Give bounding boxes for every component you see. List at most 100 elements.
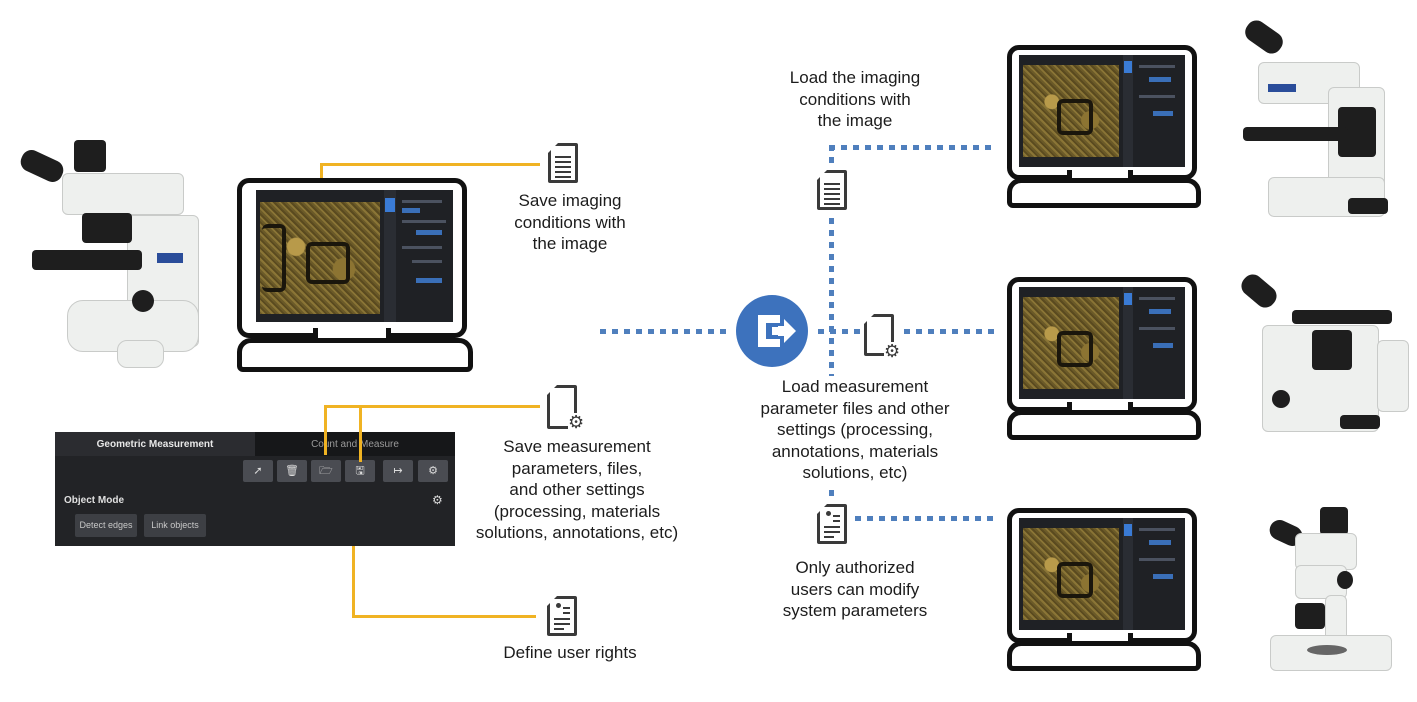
tool-sidebar	[384, 190, 396, 322]
select-arrow-icon[interactable]: ➚	[243, 460, 273, 482]
label-line: Define user rights	[503, 643, 637, 662]
source-monitor	[237, 178, 473, 373]
label-line: Save measurement	[503, 437, 651, 456]
label-load-imaging: Load the imaging conditions with the ima…	[775, 67, 935, 132]
label-line: parameter files and other	[760, 398, 950, 418]
monitor-base	[237, 338, 473, 372]
panel-row	[402, 246, 442, 249]
panel-row	[1139, 95, 1175, 98]
panel-button	[416, 230, 442, 235]
detect-edges-button[interactable]: Detect edges	[75, 514, 137, 537]
panel-row	[1139, 327, 1175, 330]
lamp-housing	[1377, 340, 1409, 412]
target-inverted-microscope	[1232, 270, 1412, 435]
stage	[1292, 310, 1392, 324]
hand-controller	[1340, 415, 1380, 429]
callout-line-measure-horizontal	[324, 405, 540, 408]
label-line: and other settings	[509, 480, 645, 499]
target-monitor-2	[1007, 277, 1203, 442]
image-feature	[1057, 99, 1093, 135]
software-panel: Geometric Measurement Count and Measure …	[55, 432, 455, 546]
tool-sidebar	[1123, 518, 1133, 630]
target-upright-microscope	[1238, 12, 1398, 222]
label-line: users can modify	[790, 579, 920, 599]
eyepiece	[1237, 270, 1281, 312]
save-floppy-icon[interactable]: 🖫	[345, 460, 375, 482]
active-tab-icon	[1124, 61, 1132, 73]
image-feature	[262, 224, 286, 292]
hand-controller	[1348, 198, 1388, 214]
label-line: Save imaging	[518, 191, 622, 210]
panel-button	[1153, 111, 1173, 116]
label-line: Load the imaging	[789, 68, 921, 87]
calibration-axes-icon[interactable]: ↦	[383, 460, 413, 482]
label-load-measurement: Load measurement parameter files and oth…	[740, 376, 970, 484]
monitor-base	[1007, 410, 1201, 440]
callout-line-rights-horizontal	[352, 615, 536, 618]
image-feature	[1057, 562, 1093, 598]
panel-row	[412, 260, 442, 263]
document-lines-icon	[817, 170, 847, 210]
label-line: conditions with	[514, 212, 626, 232]
callout-line-imaging-horizontal	[320, 163, 540, 166]
monitor-screen	[1019, 518, 1185, 630]
objective	[1295, 603, 1325, 629]
label-line: Load measurement	[781, 377, 929, 396]
connector-to-target-3	[855, 516, 997, 521]
export-arrow-icon	[736, 295, 808, 367]
label-line: Only authorized	[795, 558, 915, 577]
delete-trash-icon[interactable]: 🗑	[277, 460, 307, 482]
label-line: the image	[532, 234, 608, 253]
connector-to-target-1	[829, 145, 997, 150]
image-feature	[306, 242, 350, 284]
camera	[1320, 507, 1348, 535]
label-line: (processing, materials	[493, 501, 661, 521]
label-authorized-users: Only authorized users can modify system …	[765, 557, 945, 622]
gear-icon[interactable]: ⚙	[432, 493, 443, 507]
label-save-measurement: Save measurement parameters, files, and …	[462, 436, 692, 544]
panel-row	[1139, 558, 1175, 561]
microscope-image	[1023, 528, 1119, 620]
panel-button	[1153, 574, 1173, 579]
microscope-head	[62, 173, 184, 215]
panel-button	[402, 208, 420, 213]
target-monitor-1	[1007, 45, 1203, 210]
panel-row	[402, 200, 442, 203]
label-line: annotations, materials	[771, 441, 939, 461]
label-line: conditions with	[799, 89, 911, 109]
tab-geometric-measurement[interactable]: Geometric Measurement	[55, 432, 255, 456]
active-tab-icon	[385, 198, 395, 212]
monitor-screen	[1019, 287, 1185, 399]
open-folder-icon[interactable]: 🗁	[311, 460, 341, 482]
label-line: system parameters	[782, 601, 928, 620]
panel-button	[1153, 343, 1173, 348]
stage	[1243, 127, 1348, 141]
object-mode-title: Object Mode	[64, 495, 125, 506]
microscope-image	[1023, 297, 1119, 389]
label-line: the image	[817, 111, 893, 130]
connector-vertical-top	[829, 145, 834, 165]
settings-gear-icon[interactable]: ⚙	[418, 460, 448, 482]
focus-knob	[132, 290, 154, 312]
label-line: solutions, etc)	[802, 463, 908, 482]
label-define-user-rights: Define user rights	[480, 642, 660, 664]
eyepiece	[1241, 16, 1287, 58]
image-feature	[1057, 331, 1093, 367]
tab-count-and-measure[interactable]: Count and Measure	[255, 432, 455, 456]
connector-hub-to-target-2	[818, 329, 863, 334]
label-save-imaging: Save imaging conditions with the image	[495, 190, 645, 255]
user-rights-document-icon	[547, 596, 577, 636]
document-settings-icon	[864, 314, 894, 356]
callout-line-overlay	[359, 432, 362, 462]
user-rights-document-icon	[817, 504, 847, 544]
panel-row	[1139, 528, 1175, 531]
link-objects-button[interactable]: Link objects	[144, 514, 206, 537]
active-tab-icon	[1124, 293, 1132, 305]
panel-row	[1139, 65, 1175, 68]
connector-source-to-hub	[600, 329, 728, 334]
connector-hub-to-target-2b	[904, 329, 994, 334]
label-line: solutions, annotations, etc)	[475, 523, 679, 542]
label-line: settings (processing,	[777, 420, 933, 439]
monitor-base	[1007, 641, 1201, 671]
focus-knob	[1272, 390, 1290, 408]
